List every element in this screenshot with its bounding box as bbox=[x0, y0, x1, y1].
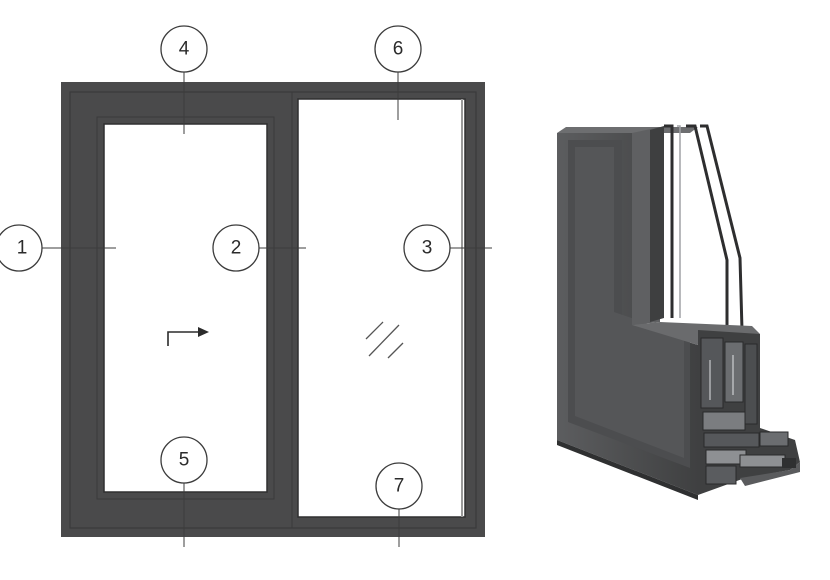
glass-hatch-icon bbox=[365, 321, 404, 359]
callout-4-label: 4 bbox=[179, 39, 190, 60]
callout-5: 5 bbox=[160, 436, 208, 484]
callout-2: 2 bbox=[212, 224, 260, 272]
callout-7-label: 7 bbox=[394, 476, 405, 497]
profile-section-3d bbox=[557, 124, 800, 500]
callout-5-label: 5 bbox=[179, 450, 190, 471]
left-sash-glass bbox=[104, 124, 267, 492]
callout-1: 1 bbox=[0, 224, 43, 272]
window-elevation bbox=[61, 82, 485, 537]
profile-face-highlight bbox=[575, 147, 684, 458]
left-sash-outline bbox=[96, 116, 275, 500]
arrow-right-icon bbox=[167, 327, 209, 346]
right-fixed-glass-edge bbox=[297, 98, 466, 518]
outer-frame-inner-edge bbox=[69, 91, 477, 529]
glazing-panes bbox=[664, 124, 744, 331]
callout-4: 4 bbox=[160, 25, 208, 73]
callout-1-label: 1 bbox=[17, 238, 28, 259]
profile-bottom-edge bbox=[557, 440, 698, 500]
leader-lines bbox=[42, 72, 492, 547]
callout-2-label: 2 bbox=[231, 238, 242, 259]
profile-cut-section bbox=[698, 330, 800, 495]
left-sash-glass-edge bbox=[103, 123, 268, 493]
right-fixed-glass bbox=[298, 99, 465, 517]
profile-top-edge bbox=[557, 127, 698, 133]
profile-vertical-sash bbox=[650, 126, 664, 322]
callout-6-label: 6 bbox=[393, 39, 404, 60]
callout-7: 7 bbox=[375, 462, 423, 510]
profile-sill-top bbox=[632, 322, 760, 345]
callout-6: 6 bbox=[374, 25, 422, 73]
callout-3: 3 bbox=[403, 224, 451, 272]
callout-3-label: 3 bbox=[422, 238, 433, 259]
